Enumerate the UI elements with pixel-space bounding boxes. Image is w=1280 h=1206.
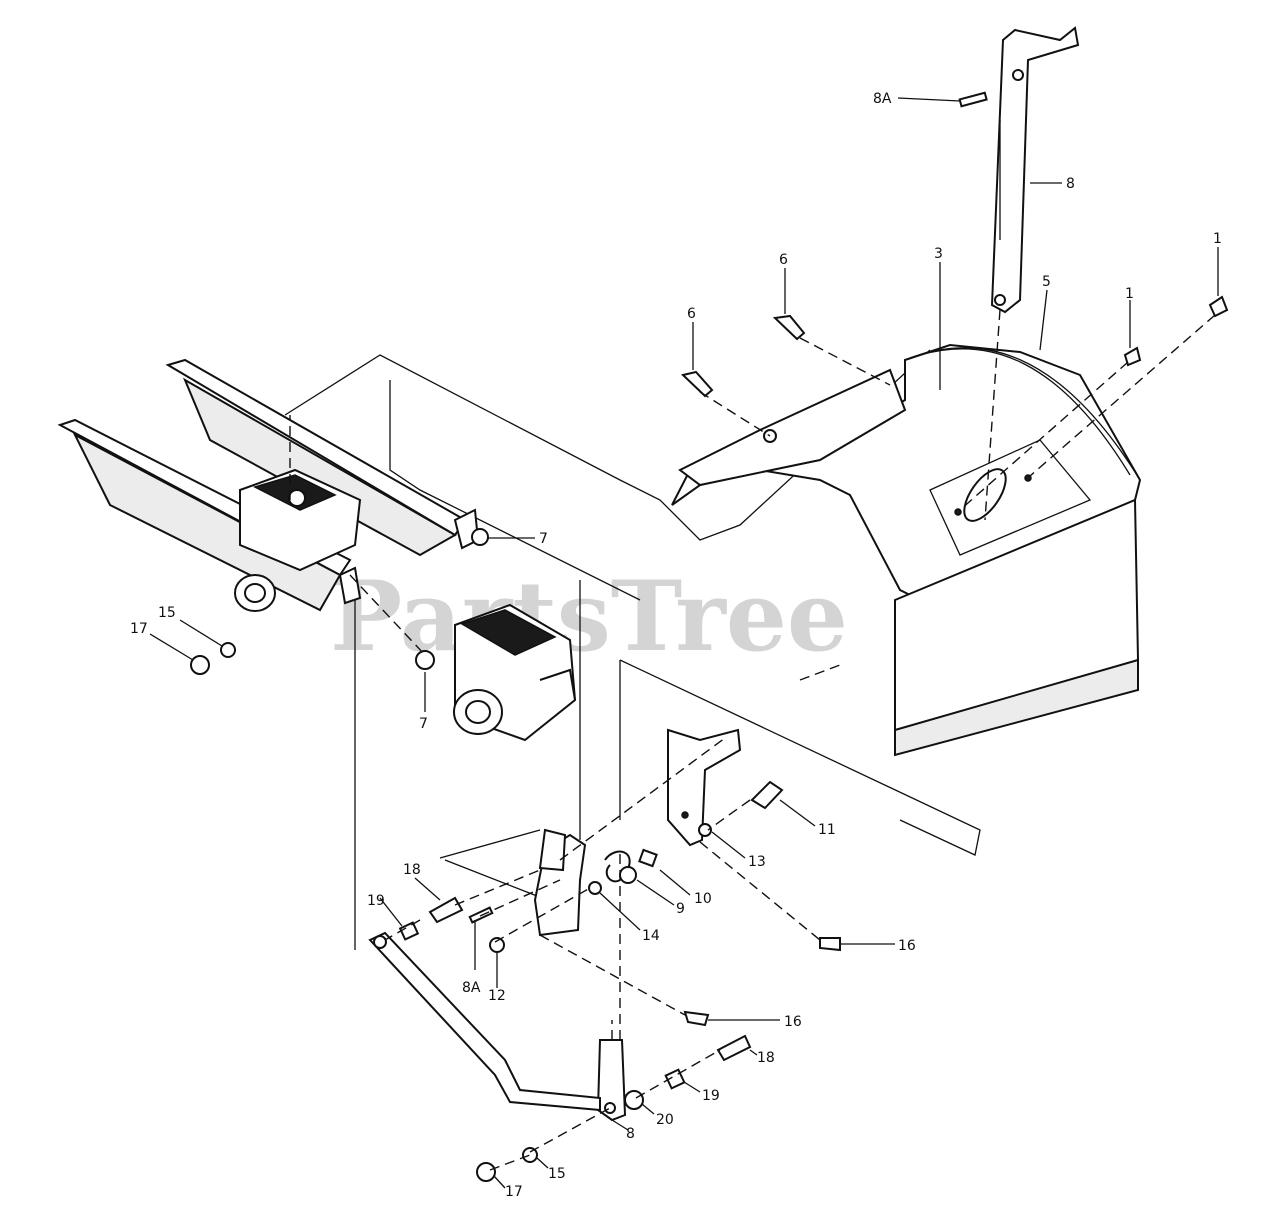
callout-15b: 15 [548, 1166, 566, 1182]
callout-12: 12 [488, 988, 506, 1004]
bolt-6a [680, 370, 714, 398]
bolt-16b [683, 1010, 710, 1027]
callout-17a: 17 [130, 621, 148, 637]
lower-bracket-right [667, 728, 742, 847]
washer-15a [220, 642, 236, 658]
bolt-1a [1208, 295, 1229, 318]
leader-lines [149, 97, 1219, 1189]
bolt-1b [1123, 346, 1142, 367]
callout-6b: 6 [687, 306, 696, 322]
callout-15a: 15 [158, 605, 176, 621]
callout-1b: 1 [1125, 286, 1134, 302]
nut-7a [471, 528, 489, 546]
clamp-block-rear [453, 603, 577, 742]
callout-8a-top: 8A [873, 91, 892, 107]
tine-shield-hood [671, 343, 1142, 602]
clamp-block-front [234, 468, 362, 612]
callout-labels: 8A 8 6 6 3 5 1 1 7 7 15 17 11 13 10 9 14… [130, 91, 1222, 1200]
bolt-18b [716, 1034, 752, 1062]
callout-19b: 19 [702, 1088, 720, 1104]
callout-20: 20 [656, 1112, 674, 1128]
callout-5: 5 [1042, 274, 1051, 290]
lower-bracket-left [533, 828, 587, 937]
callout-13: 13 [748, 854, 766, 870]
callout-17b: 17 [505, 1184, 523, 1200]
rear-flap [894, 498, 1140, 757]
lift-rod [368, 931, 601, 1112]
callout-8a-low: 8A [462, 980, 481, 996]
callout-18b: 18 [757, 1050, 775, 1066]
depth-bar-lower [596, 850, 627, 1122]
hardware [190, 91, 1229, 1182]
callout-16b: 16 [784, 1014, 802, 1030]
hitch-clip-lower [338, 566, 362, 605]
bolt-6b [772, 314, 806, 341]
bolt-18a [428, 896, 464, 924]
watermark-text: PartsTree [330, 560, 848, 673]
spacer-19a [398, 921, 420, 941]
callout-1a: 1 [1213, 231, 1222, 247]
nut-7b [415, 650, 435, 670]
alignment-lines [289, 314, 1216, 1171]
nut-17b [476, 1162, 496, 1182]
callout-14: 14 [642, 928, 660, 944]
washer-20 [624, 1090, 644, 1110]
callout-8-top: 8 [1066, 176, 1075, 192]
callout-6a: 6 [779, 252, 788, 268]
callout-7a: 7 [539, 531, 548, 547]
callout-7b: 7 [419, 716, 428, 732]
callout-8-low: 8 [626, 1126, 635, 1142]
bolt-11 [750, 780, 784, 810]
callout-11: 11 [818, 822, 836, 838]
spacer-19b [664, 1068, 686, 1090]
callout-19a: 19 [367, 893, 385, 909]
pin-8a-top [958, 91, 988, 108]
callout-10: 10 [694, 891, 712, 907]
nut-17a [190, 655, 210, 675]
callout-16a: 16 [898, 938, 916, 954]
depth-bar-handle [984, 26, 1080, 521]
callout-18a: 18 [403, 862, 421, 878]
spring-and-spacers [588, 848, 658, 895]
frame-outline [284, 349, 981, 950]
bolt-16a [819, 937, 841, 952]
callout-9: 9 [676, 901, 685, 917]
washer-15b [522, 1147, 538, 1163]
callout-3: 3 [934, 246, 943, 262]
